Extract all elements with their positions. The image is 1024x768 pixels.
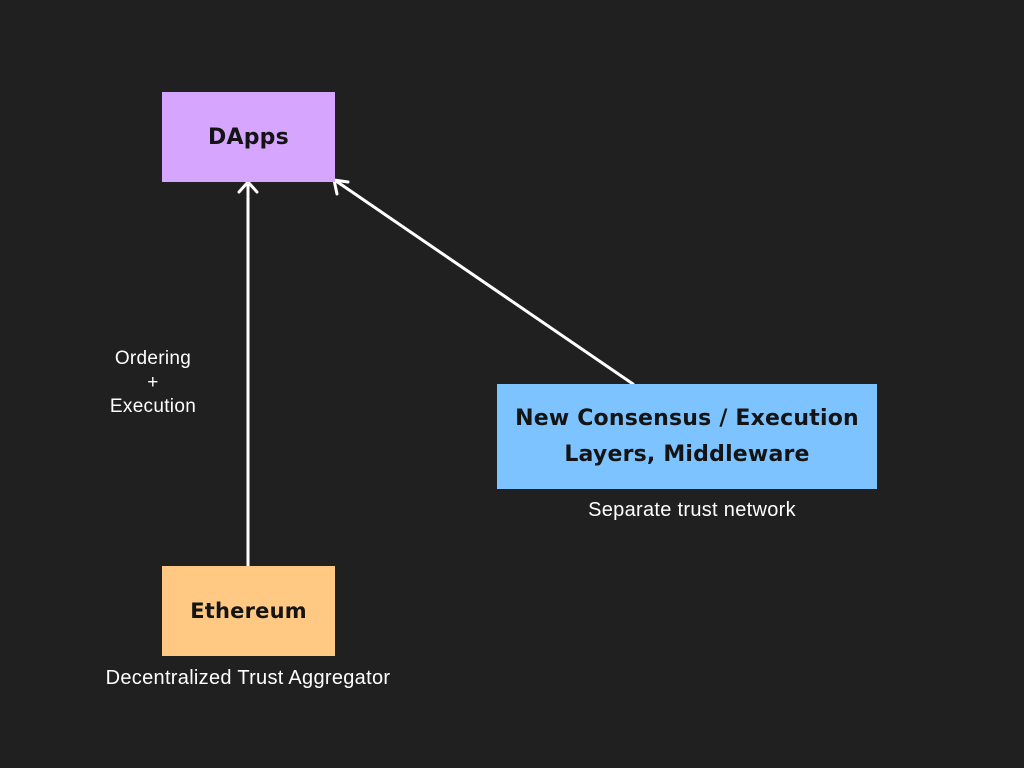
arrow-ethereum-to-dapps xyxy=(237,180,259,568)
edge-label-line-ordering: Ordering xyxy=(114,348,192,369)
arrow-layers-to-dapps xyxy=(332,178,635,386)
layers-box: New Consensus / Execution Layers, Middle… xyxy=(497,384,877,489)
ethereum-caption: Decentralized Trust Aggregator xyxy=(105,667,391,689)
edge-label-line-plus: + xyxy=(147,372,159,393)
layers-label-line2: Layers, Middleware xyxy=(564,441,810,467)
ethereum-box: Ethereum xyxy=(162,566,335,656)
dapps-box: DApps xyxy=(162,92,335,182)
layers-label-line1: New Consensus / Execution xyxy=(515,405,859,431)
dapps-label: DApps xyxy=(208,124,289,150)
edge-label-line-execution: Execution xyxy=(109,396,197,417)
arrow-layers-to-dapps-line xyxy=(334,179,635,386)
ethereum-label: Ethereum xyxy=(190,599,307,623)
arrow-ethereum-to-dapps-head xyxy=(237,180,259,194)
edge-label-ordering-execution: Ordering + Execution xyxy=(93,347,213,419)
layers-caption: Separate trust network xyxy=(588,499,796,521)
